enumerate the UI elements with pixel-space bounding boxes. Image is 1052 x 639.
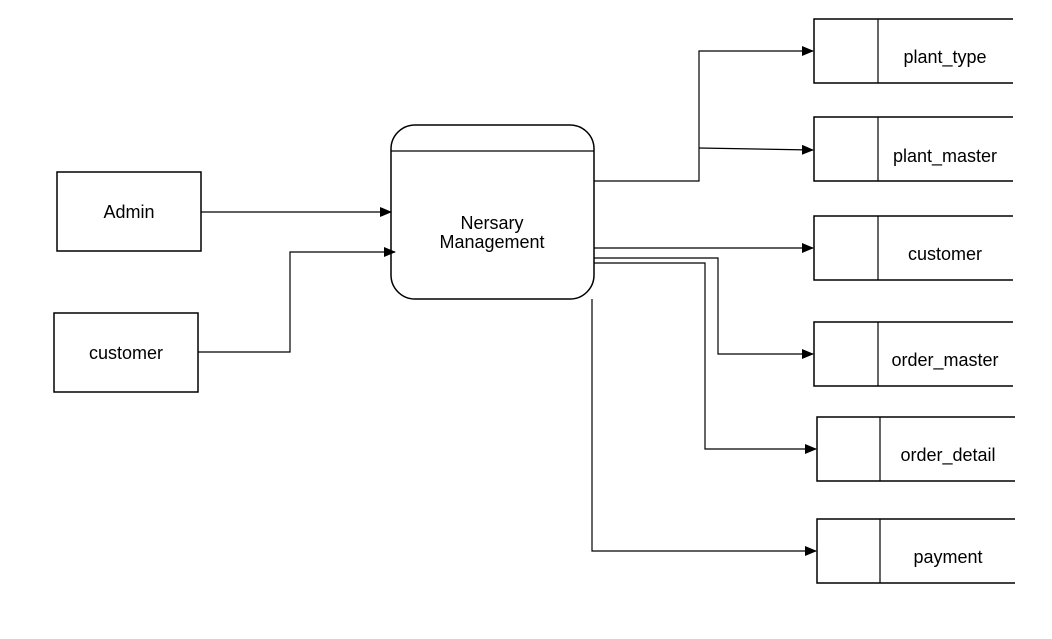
process-label-line1: Nersary <box>460 213 523 233</box>
data-store-order-master[interactable]: order_master <box>813 321 1013 387</box>
flow-to-order-detail <box>594 262 817 454</box>
data-store-label: order_detail <box>900 445 995 466</box>
data-store-plant-master[interactable]: plant_master <box>813 116 1013 182</box>
data-store-label: customer <box>908 244 982 264</box>
data-store-payment[interactable]: payment <box>816 518 1015 584</box>
flow-customer-to-process <box>198 247 396 353</box>
flow-to-plant-master <box>698 144 814 155</box>
data-store-label: plant_master <box>893 146 997 167</box>
flow-to-order-master <box>594 257 814 359</box>
data-store-label: plant_type <box>903 47 986 68</box>
flow-to-plant-type <box>594 46 814 182</box>
data-store-label: payment <box>913 547 982 567</box>
data-store-label: order_master <box>891 350 998 371</box>
entity-customer[interactable]: customer <box>53 312 199 393</box>
process-label-line2: Management <box>439 232 544 252</box>
flow-to-payment <box>591 299 817 556</box>
data-store-plant-type[interactable]: plant_type <box>813 18 1013 84</box>
entity-admin[interactable]: Admin <box>56 171 202 252</box>
data-store-order-detail[interactable]: order_detail <box>816 416 1015 482</box>
data-store-customer[interactable]: customer <box>813 215 1013 281</box>
process-nersary-management[interactable]: Nersary Management <box>390 124 595 300</box>
entity-customer-label: customer <box>89 343 163 363</box>
entity-admin-label: Admin <box>103 202 154 222</box>
